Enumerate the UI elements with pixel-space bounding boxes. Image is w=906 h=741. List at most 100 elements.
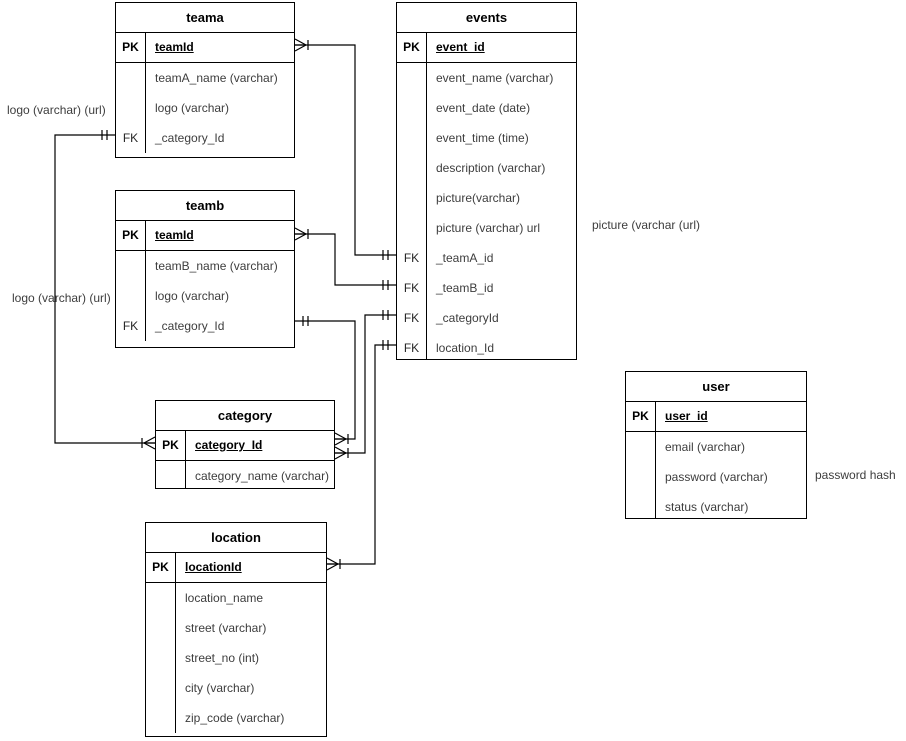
attribute-row-teama[interactable]: teamA_name (varchar) <box>116 63 294 93</box>
key-label <box>397 183 427 213</box>
attribute-row-teama[interactable]: logo (varchar) <box>116 93 294 123</box>
attribute-row-user[interactable]: status (varchar) <box>626 492 806 518</box>
key-label: PK <box>116 221 146 250</box>
key-label <box>397 123 427 153</box>
attribute-name: _category_Id <box>155 319 225 333</box>
key-label: FK <box>397 303 427 333</box>
attribute-row-location[interactable]: street_no (int) <box>146 643 326 673</box>
attribute-row-events[interactable]: FK_teamB_id <box>397 273 576 303</box>
relationship-line <box>295 233 396 286</box>
crow-foot-icon <box>334 446 347 454</box>
annotation-logo-url-teamb[interactable]: logo (varchar) (url) <box>12 291 111 305</box>
attribute-name: zip_code (varchar) <box>185 711 285 725</box>
attribute-name: password (varchar) <box>665 470 768 484</box>
crow-foot-icon <box>143 442 156 450</box>
key-label <box>116 93 146 123</box>
table-title-events: events <box>397 3 576 33</box>
attribute-row-events[interactable]: event_time (time) <box>397 123 576 153</box>
key-label: PK <box>146 553 176 582</box>
attribute-name: logo (varchar) <box>155 101 230 115</box>
attribute-name: picture(varchar) <box>436 191 521 205</box>
attribute-row-events[interactable]: description (varchar) <box>397 153 576 183</box>
connector-events-category[interactable] <box>334 310 396 460</box>
attribute-name: teamB_name (varchar) <box>155 259 278 273</box>
key-label <box>156 461 186 488</box>
attribute-name: locationId <box>185 560 242 574</box>
attribute-row-user[interactable]: email (varchar) <box>626 432 806 462</box>
key-label <box>146 613 176 643</box>
key-label <box>146 703 176 733</box>
attribute-name: picture (varchar) url <box>436 221 541 235</box>
annotation-picture-url-events[interactable]: picture (varchar (url) <box>592 218 701 232</box>
key-label: PK <box>116 33 146 62</box>
attribute-row-events[interactable]: picture(varchar) <box>397 183 576 213</box>
attribute-name: teamId <box>155 40 194 54</box>
key-label: FK <box>397 243 427 273</box>
attribute-row-location[interactable]: location_name <box>146 583 326 613</box>
attribute-row-events[interactable]: FK _categoryId <box>397 303 576 333</box>
attribute-row-events[interactable]: event_name (varchar) <box>397 63 576 93</box>
attribute-name: category_Id <box>195 438 263 452</box>
key-label <box>397 63 427 93</box>
key-label <box>626 492 656 518</box>
attribute-row-category[interactable]: category_name (varchar) <box>156 461 334 488</box>
attribute-name: street (varchar) <box>185 621 267 635</box>
attribute-name: location_name <box>185 591 264 605</box>
attribute-name: user_id <box>665 409 708 423</box>
attribute-row-location[interactable]: zip_code (varchar) <box>146 703 326 733</box>
crow-foot-icon <box>294 38 307 46</box>
key-label: FK <box>116 123 146 153</box>
attribute-row-events[interactable]: event_date (date) <box>397 93 576 123</box>
crow-foot-icon <box>334 432 347 440</box>
table-title-teamb: teamb <box>116 191 294 221</box>
attribute-row-location[interactable]: street (varchar) <box>146 613 326 643</box>
attribute-row-teamb[interactable]: teamB_name (varchar) <box>116 251 294 281</box>
attribute-name: event_name (varchar) <box>436 71 554 85</box>
attribute-row-user[interactable]: password (varchar) <box>626 462 806 492</box>
crow-foot-icon <box>334 452 347 460</box>
relationship-line <box>327 344 396 565</box>
attribute-row-teamb[interactable]: logo (varchar) <box>116 281 294 311</box>
key-label: PK <box>397 33 427 62</box>
pk-row-location[interactable]: PK locationId <box>146 553 326 583</box>
pk-row-teama[interactable]: PK teamId <box>116 33 294 63</box>
crow-foot-icon <box>294 227 307 235</box>
attribute-name: teamA_name (varchar) <box>155 71 278 85</box>
relationship-line <box>335 314 396 454</box>
attribute-row-teamb[interactable]: FK_category_Id <box>116 311 294 341</box>
crow-foot-icon <box>334 438 347 446</box>
attribute-row-teama[interactable]: FK_category_Id <box>116 123 294 153</box>
attribute-row-events[interactable]: picture (varchar) url <box>397 213 576 243</box>
attribute-name: _categoryId <box>436 311 499 325</box>
key-label <box>397 93 427 123</box>
attribute-row-location[interactable]: city (varchar) <box>146 673 326 703</box>
crow-foot-icon <box>294 44 307 52</box>
connector-events-location[interactable] <box>326 340 396 571</box>
connector-teamb-events[interactable] <box>294 227 396 290</box>
crow-foot-icon <box>326 557 339 565</box>
crow-foot-icon <box>326 563 339 571</box>
attribute-name: status (varchar) <box>665 500 749 514</box>
table-title-teama: teama <box>116 3 294 33</box>
connector-teama-events[interactable] <box>294 38 396 260</box>
key-label <box>116 281 146 311</box>
table-title-location: location <box>146 523 326 553</box>
attribute-name: email (varchar) <box>665 440 746 454</box>
annotation-logo-url-teama[interactable]: logo (varchar) (url) <box>7 103 106 117</box>
annotation-password-hash-user[interactable]: password hash <box>815 468 896 482</box>
table-title-user: user <box>626 372 806 402</box>
key-label: FK <box>397 273 427 303</box>
attribute-row-events[interactable]: FK_teamA_id <box>397 243 576 273</box>
